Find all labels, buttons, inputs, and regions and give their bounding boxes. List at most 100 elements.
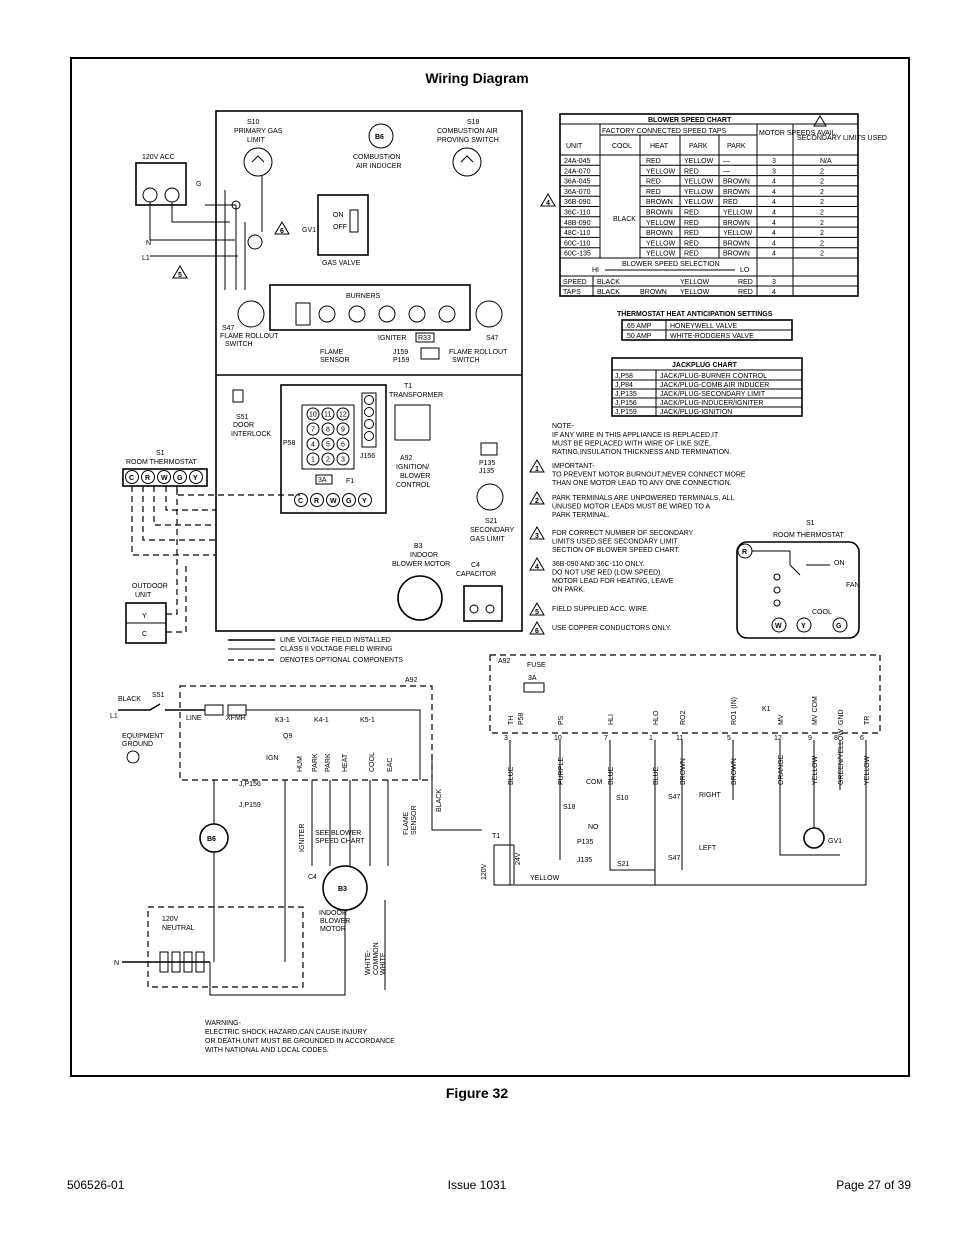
jackplug-id: J,P135: [615, 391, 637, 398]
bsc-limits-cell: 2: [820, 230, 824, 237]
svg-text:J,P156: J,P156: [239, 781, 261, 788]
svg-text:C4: C4: [471, 562, 480, 569]
svg-text:BLACK: BLACK: [613, 216, 636, 223]
svg-text:TRANSFORMER: TRANSFORMER: [389, 392, 443, 399]
svg-text:HI: HI: [592, 267, 599, 274]
svg-text:PARK: PARK: [689, 143, 708, 150]
bsc-unit-cell: 36A-070: [564, 189, 591, 196]
board-pin-label: 11: [324, 412, 331, 419]
board-pin: [306, 437, 320, 451]
board-pin-label: 6: [341, 442, 345, 449]
board-pin-number: 12: [774, 735, 782, 742]
note-line: IF ANY WIRE IN THIS APPLIANCE IS REPLACE…: [552, 432, 719, 439]
bsc-heat-cell: BROWN: [646, 210, 673, 217]
svg-text:AIR INDUCER: AIR INDUCER: [356, 163, 402, 170]
bsc-park2-cell: RED: [723, 199, 738, 206]
svg-text:IGNITER: IGNITER: [299, 824, 306, 852]
j156-pin: [364, 431, 374, 441]
j156-pin: [364, 395, 374, 405]
svg-text:S51: S51: [152, 692, 165, 699]
diagram-frame: [70, 57, 910, 1077]
wire-color-label: GREEN/YELLOW: [838, 729, 845, 785]
board-terminal: [342, 493, 356, 507]
jackplug-desc: JACK/PLUG-BURNER CONTROL: [660, 373, 767, 380]
svg-text:LIMIT: LIMIT: [247, 137, 266, 144]
speed-tap-cell: BLACK: [597, 279, 620, 286]
svg-text:120V: 120V: [481, 863, 488, 880]
relay-output-label: PARK: [312, 753, 319, 772]
note-title: NOTE-: [552, 423, 574, 430]
svg-text:120V: 120V: [162, 916, 179, 923]
svg-text:GAS VALVE: GAS VALVE: [322, 260, 361, 267]
bsc-limits-cell: 2: [820, 240, 824, 247]
caution-3-icon: 3: [529, 526, 545, 540]
bsc-heat-cell: RED: [646, 158, 661, 165]
bsc-park2-cell: BROWN: [723, 220, 750, 227]
bsc-park-cell: YELLOW: [684, 158, 714, 165]
svg-text:F1: F1: [346, 478, 354, 485]
bsc-speeds-cell: 4: [772, 230, 776, 237]
board-pin-label: 10: [309, 412, 317, 419]
svg-text:S10: S10: [616, 795, 629, 802]
note-line: FIELD SUPPLIED ACC. WIRE.: [552, 606, 649, 613]
svg-text:3A: 3A: [528, 675, 537, 682]
blower-speed-chart: BLOWER SPEED CHART FACTORY CONNECTED SPE…: [559, 113, 887, 297]
caution-number: 6: [535, 628, 539, 635]
svg-text:T1: T1: [492, 833, 500, 840]
bsc-limits-cell: 2: [820, 199, 824, 206]
bsc-speeds-cell: 3: [772, 158, 776, 165]
notes-block: NOTE- IF ANY WIRE IN THIS APPLIANCE IS RE…: [529, 423, 746, 635]
wire-color-label: BROWN: [680, 758, 687, 785]
board-pin: [321, 452, 335, 466]
bsc-heat-cell: YELLOW: [646, 220, 676, 227]
board-pin: [321, 407, 335, 421]
svg-text:LINE: LINE: [186, 715, 202, 722]
board-pin-number: 9: [808, 735, 812, 742]
svg-text:R: R: [742, 549, 747, 556]
svg-text:LEFT: LEFT: [699, 845, 717, 852]
caution-1-icon: 1: [529, 459, 545, 473]
bsc-park-cell: YELLOW: [684, 189, 714, 196]
svg-text:BLOWER SPEED CHART: BLOWER SPEED CHART: [648, 117, 732, 124]
svg-text:BLOWER: BLOWER: [400, 473, 430, 480]
relay-output-label: HUM: [297, 756, 304, 772]
thermostat-terminal-label: C: [129, 475, 134, 482]
svg-text:NEUTRAL: NEUTRAL: [162, 925, 195, 932]
svg-text:MOTOR SPEEDS AVAIL.: MOTOR SPEEDS AVAIL.: [759, 130, 838, 137]
note-line: MUST BE REPLACED WITH WIRE OF LIKE SIZE,: [552, 441, 711, 448]
caution-number: 5: [535, 609, 539, 616]
svg-text:S10: S10: [247, 119, 260, 126]
svg-text:6: 6: [280, 228, 284, 235]
svg-text:WHITE: WHITE: [380, 952, 387, 975]
svg-text:NO: NO: [588, 824, 599, 831]
svg-text:S1: S1: [156, 450, 165, 457]
unit-cabinet: [215, 110, 523, 632]
speed-tap-cell: YELLOW: [680, 279, 710, 286]
svg-text:SECONDARY LIMITS USED: SECONDARY LIMITS USED: [797, 135, 887, 142]
board-pin: [336, 452, 350, 466]
bsc-park2-cell: BROWN: [723, 179, 750, 186]
note-line: DO NOT USE RED (LOW SPEED): [552, 570, 660, 577]
svg-text:OFF: OFF: [333, 224, 347, 231]
jackplug-id: J,P156: [615, 400, 637, 407]
svg-text:G: G: [836, 623, 842, 630]
svg-text:HEAT: HEAT: [650, 143, 669, 150]
svg-text:EQUIPMENT: EQUIPMENT: [122, 733, 164, 740]
svg-text:B3: B3: [338, 886, 347, 893]
svg-text:Y: Y: [142, 613, 147, 620]
thermostat-terminal-label: R: [145, 475, 150, 482]
note-line: 36B-090 AND 36C-110 ONLY.: [552, 561, 645, 568]
svg-text:K3-1: K3-1: [275, 717, 290, 724]
svg-text:SWITCH: SWITCH: [452, 357, 480, 364]
board-pin-label: 3: [341, 457, 345, 464]
thermostat-terminal-label: Y: [193, 475, 198, 482]
caution-6-icon: 6: [529, 621, 545, 635]
svg-text:K5-1: K5-1: [360, 717, 375, 724]
caution-number: 2: [535, 498, 539, 505]
thermostat-terminal: [189, 470, 203, 484]
board-terminal-label: C: [298, 498, 303, 505]
wire-color-label: YELLOW: [864, 755, 871, 785]
wire-color-label: BLUE: [508, 766, 515, 785]
board-terminal: [326, 493, 340, 507]
svg-text:J,P159: J,P159: [239, 802, 261, 809]
